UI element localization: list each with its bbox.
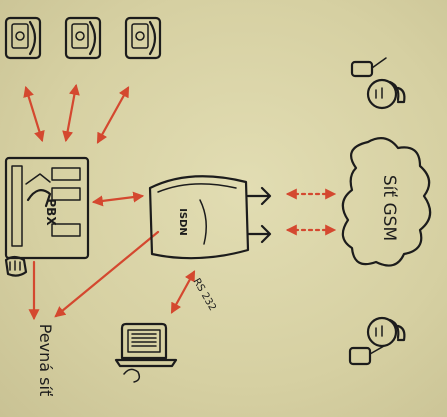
desk-phone-3-icon	[126, 18, 160, 58]
desk-phone-1-icon	[6, 18, 40, 58]
gsm-network-cloud: Síť GSM	[343, 138, 430, 265]
mobile-user-top-icon	[352, 58, 404, 108]
hand-icon	[6, 257, 26, 276]
isdn-device-node: ISDN	[150, 176, 248, 258]
desk-phone-2-icon	[66, 18, 100, 58]
arrow-isdn-fixed	[56, 232, 158, 316]
arrow-pbx-phone-2	[66, 86, 76, 140]
laptop-icon	[116, 324, 176, 382]
gsm-label: Síť GSM	[379, 175, 399, 241]
arrow-pbx-isdn	[94, 196, 142, 202]
rs232-label: RS 232	[191, 277, 218, 313]
arrow-pbx-phone-3	[98, 88, 128, 142]
arrow-pbx-phone-1	[26, 88, 42, 140]
arrow-isdn-laptop	[172, 272, 194, 312]
pbx-label: PBX	[44, 198, 58, 226]
mobile-user-bottom-icon	[350, 318, 404, 364]
pbx-node: PBX	[6, 158, 88, 258]
antenna-icon	[248, 188, 270, 242]
fixed-network-label: Pevná síť	[36, 324, 55, 396]
isdn-label: ISDN	[177, 208, 188, 236]
